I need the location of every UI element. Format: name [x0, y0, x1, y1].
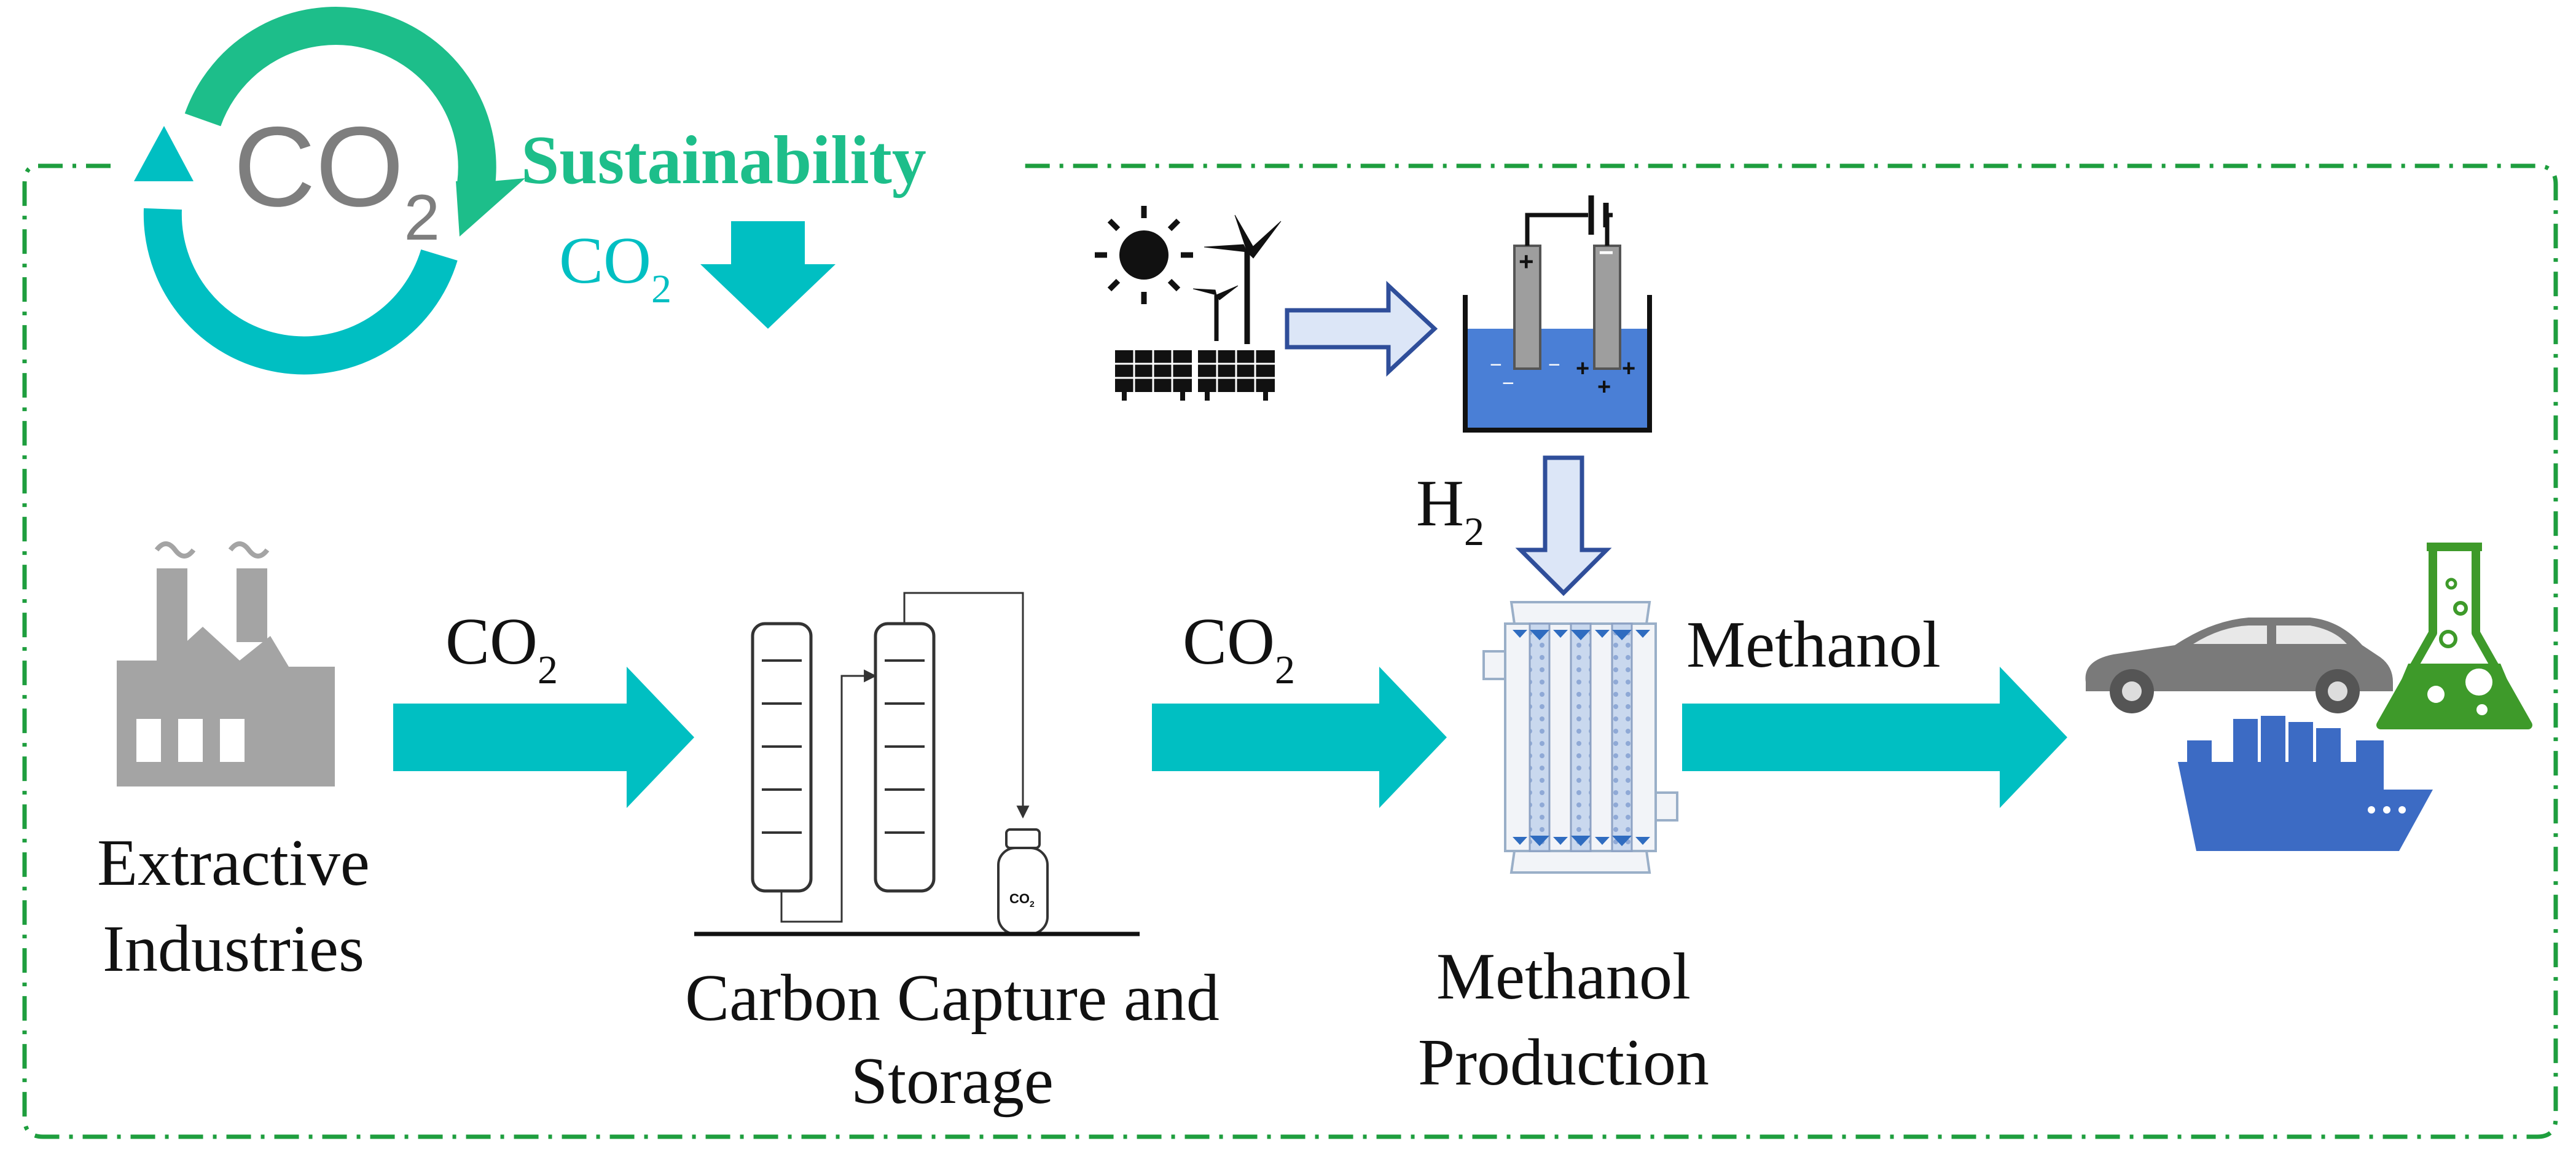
co2-flow-arrow-1	[393, 667, 694, 808]
renewable-energy-icon	[1095, 206, 1282, 401]
co2-cycle-icon: CO2	[134, 7, 525, 375]
svg-text:−: −	[1502, 372, 1514, 395]
svg-text:−: −	[1490, 353, 1502, 377]
carbon-capture-columns-icon: CO2	[694, 592, 1140, 936]
solar-panel-icon	[1115, 350, 1275, 401]
svg-text:+: +	[1597, 374, 1611, 400]
flask-icon	[2376, 543, 2532, 729]
svg-text:−: −	[1548, 353, 1560, 377]
co2-flow-arrow-2	[1152, 667, 1447, 808]
svg-text:+: +	[1576, 356, 1589, 382]
svg-text:+: +	[1622, 356, 1635, 382]
electrolyzer-icon: + − −−− +++	[1463, 195, 1652, 433]
cycle-co2-label: CO2	[233, 104, 440, 254]
source-label-line2: Industries	[103, 912, 364, 986]
hydrogen-arrow	[1515, 455, 1612, 596]
methanol-flow-arrow	[1682, 667, 2067, 808]
absorbed-co2-label: CO2	[559, 224, 671, 312]
methanol-reactor-icon	[1482, 601, 1678, 874]
production-label-line2: Production	[1418, 1026, 1709, 1099]
capture-label-line2: Storage	[851, 1045, 1054, 1118]
sustainability-label: Sustainability	[521, 122, 926, 198]
wind-turbine-icon	[1192, 214, 1282, 344]
energy-to-electrolyzer-arrow	[1285, 280, 1438, 377]
source-label-line1: Extractive	[97, 826, 370, 900]
sun-icon	[1095, 206, 1193, 304]
methanol-flow-label: Methanol	[1686, 608, 1941, 681]
co2-cylinder-icon: CO2	[997, 828, 1049, 935]
capture-label-line1: Carbon Capture and	[685, 962, 1219, 1035]
system-boundary	[22, 163, 2558, 1139]
down-arrow-icon	[700, 221, 836, 329]
car-icon	[2085, 618, 2393, 713]
cylinder-label: CO2	[1009, 891, 1035, 909]
factory-icon	[117, 541, 335, 786]
production-label-line1: Methanol	[1436, 940, 1691, 1013]
hydrogen-label: H2	[1416, 467, 1484, 554]
cargo-ship-icon	[2178, 716, 2433, 851]
flow2-co2-label: CO2	[1183, 605, 1295, 692]
flow1-co2-label: CO2	[445, 605, 558, 692]
cathode-sign: −	[1599, 238, 1614, 267]
anode-sign: +	[1519, 247, 1534, 276]
